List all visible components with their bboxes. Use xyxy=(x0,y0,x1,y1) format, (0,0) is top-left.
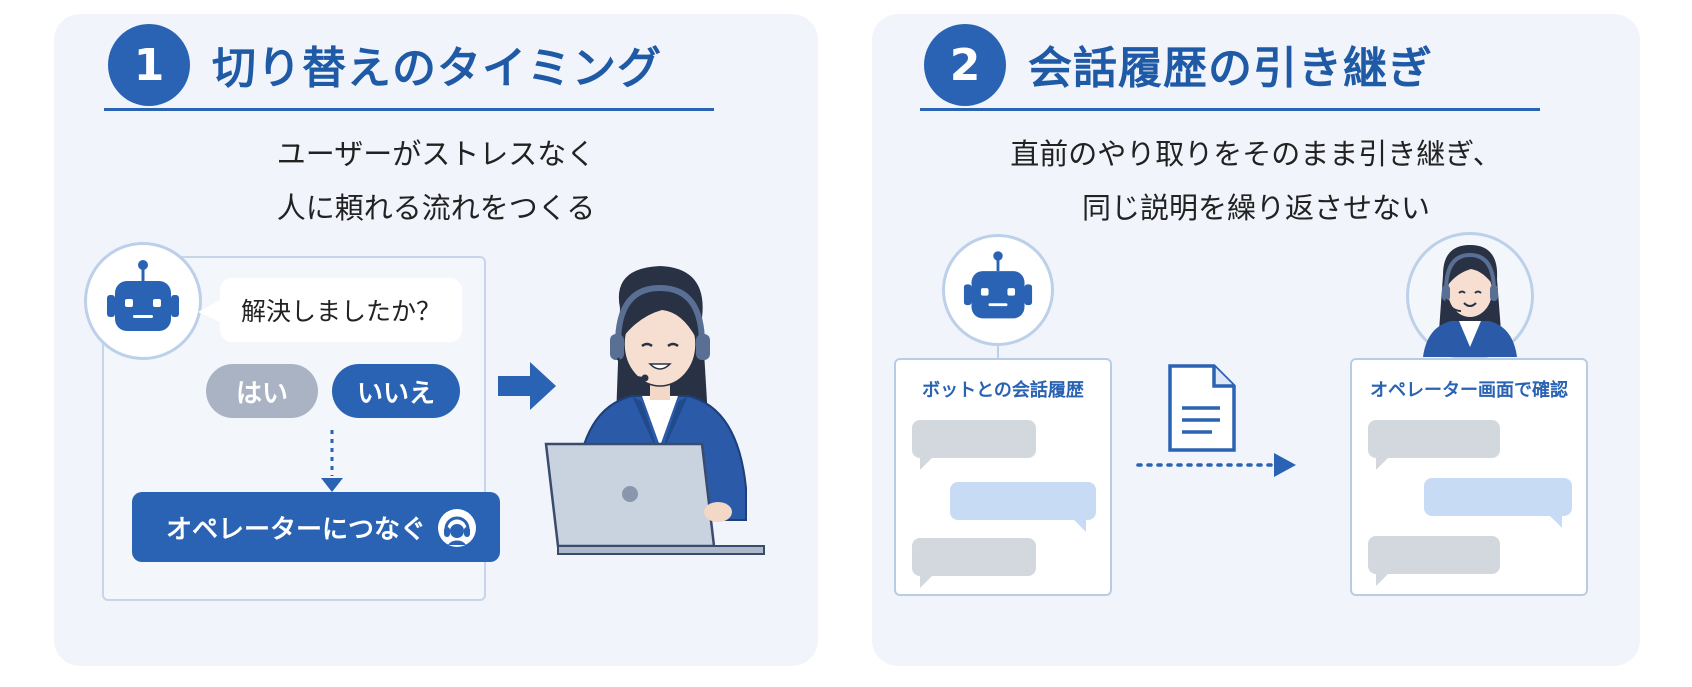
subtitle-1-line2: 人に頼れる流れをつくる xyxy=(276,191,596,225)
panel-history-handover: 2 会話履歴の引き継ぎ 直前のやり取りをそのまま引き継ぎ、 同じ説明を繰り返させ… xyxy=(872,14,1640,666)
subtitle-1-line1: ユーザーがストレスなく xyxy=(276,137,596,171)
yes-button[interactable]: はい xyxy=(206,364,318,418)
document-icon xyxy=(1168,364,1236,452)
robot-icon xyxy=(107,260,179,331)
operator-screen-title: オペレーター画面で確認 xyxy=(1370,380,1568,401)
step-number-2: 2 xyxy=(924,24,1006,106)
down-arrow-icon xyxy=(321,430,343,492)
operator-face-icon xyxy=(1423,245,1517,357)
subtitle-2-line2: 同じ説明を繰り返させない xyxy=(1081,191,1430,225)
bot-history-box: ボットとの会話履歴 xyxy=(894,358,1112,596)
panel-title-1: 切り替えのタイミング xyxy=(212,43,662,94)
connect-operator-button[interactable]: オペレーターにつなぐ xyxy=(132,492,500,562)
connect-operator-label: オペレーターにつなぐ xyxy=(166,514,427,545)
panel-switch-timing: 1 切り替えのタイミング ユーザーがストレスなく 人に頼れる流れをつくる 解決し… xyxy=(54,14,818,666)
robot-icon-2 xyxy=(963,251,1033,319)
no-button[interactable]: いいえ xyxy=(332,364,460,418)
dotted-arrow-icon xyxy=(1136,453,1296,477)
bot-history-bubbles xyxy=(912,420,1096,588)
bot-avatar xyxy=(84,242,202,360)
operator-screen-box: オペレーター画面で確認 xyxy=(1350,358,1588,596)
operator-screen-bubbles xyxy=(1368,420,1572,586)
bot-history-title: ボットとの会話履歴 xyxy=(922,380,1084,401)
operator-illustration xyxy=(544,266,765,555)
headset-icon xyxy=(438,509,476,547)
subtitle-2-line1: 直前のやり取りをそのまま引き継ぎ、 xyxy=(1010,137,1502,171)
question-bubble: 解決しましたか？ xyxy=(220,278,462,342)
bubble-tail xyxy=(198,300,220,322)
bot-avatar-2 xyxy=(942,234,1054,346)
operator-avatar xyxy=(1406,232,1534,360)
step-number-1: 1 xyxy=(108,24,190,106)
right-arrow-icon xyxy=(498,362,556,410)
title-divider-1 xyxy=(104,108,714,111)
panel-title-2: 会話履歴の引き継ぎ xyxy=(1028,43,1433,94)
title-divider-2 xyxy=(920,108,1540,111)
